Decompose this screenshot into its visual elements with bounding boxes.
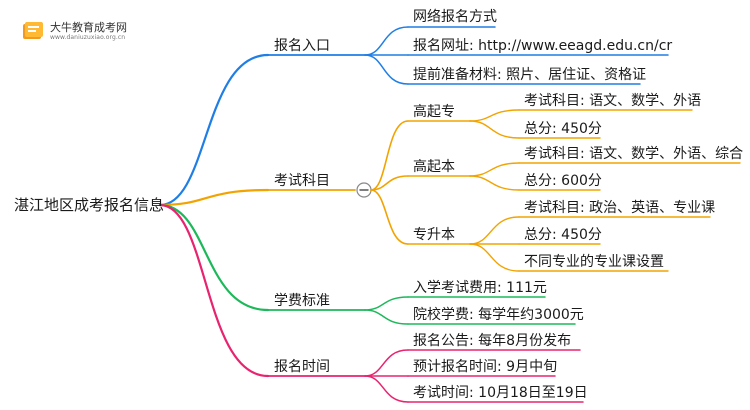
root-topic: 湛江地区成考报名信息 (14, 196, 165, 214)
leaf-gqb-score: 总分: 600分 (524, 173, 602, 189)
connector-tuition-leaf-1 (364, 309, 409, 325)
leaf-exam-time: 考试时间: 10月18日至19日 (413, 385, 588, 401)
connector-subjects-sub-2 (370, 189, 409, 245)
leaf-zsb-subjects: 考试科目: 政治、英语、专业课 (524, 200, 716, 216)
connector-sub-0-leaf-1 (469, 120, 520, 139)
logo-subtitle: www.daniuzuxiao.org.cn (50, 34, 126, 41)
branch-exam-subjects: 考试科目 (274, 173, 330, 189)
branch-registration-entry: 报名入口 (274, 38, 330, 54)
leaf-materials: 提前准备材料: 照片、居住证、资格证 (413, 67, 647, 83)
connector-root-tuition (158, 203, 270, 312)
leaf-online-method: 网络报名方式 (413, 9, 497, 25)
book-logo-icon (23, 22, 43, 39)
branch-tuition: 学费标准 (274, 293, 330, 309)
subgroup-zhuanshengben: 专升本 (413, 227, 455, 243)
leaf-gqz-score: 总分: 450分 (524, 121, 602, 137)
leaf-gqb-subjects: 考试科目: 语文、数学、外语、综合 (524, 146, 744, 162)
leaf-gqz-subjects: 考试科目: 语文、数学、外语 (524, 93, 702, 109)
branch-registration-time: 报名时间 (274, 359, 330, 375)
connector-time-leaf-2 (364, 375, 409, 403)
connector-registration-leaf-0 (364, 26, 409, 56)
connector-subjects-sub-0 (370, 120, 409, 191)
connector-registration-leaf-2 (364, 54, 409, 85)
site-logo: 大牛教育成考网 www.daniuzuxiao.org.cn (20, 18, 170, 46)
logo-title: 大牛教育成考网 (50, 21, 127, 34)
connector-sub-2-leaf-2 (469, 243, 520, 272)
subgroup-gaoqiben: 高起本 (413, 159, 455, 175)
connector-sub-1-leaf-1 (469, 175, 520, 191)
leaf-exam-fee: 入学考试费用: 111元 (413, 280, 547, 296)
connector-sub-1-leaf-0 (469, 162, 520, 177)
connector-tuition-leaf-0 (364, 296, 409, 311)
subgroup-gaoqizhuan: 高起专 (413, 104, 455, 120)
connector-sub-2-leaf-0 (469, 216, 520, 245)
connector-root-time (158, 203, 270, 378)
connector-sub-0-leaf-0 (469, 109, 520, 122)
leaf-school-fee: 院校学费: 每学年约3000元 (413, 307, 584, 323)
leaf-expected-time: 预计报名时间: 9月中旬 (413, 359, 558, 375)
connector-time-leaf-0 (364, 349, 409, 377)
connector-root-subjects (158, 188, 270, 207)
leaf-zsb-note: 不同专业的专业课设置 (524, 254, 664, 270)
leaf-registration-url: 报名网址: http://www.eeagd.edu.cn/cr (413, 38, 673, 54)
connector-subjects-sub-1 (370, 175, 409, 191)
leaf-zsb-score: 总分: 450分 (524, 227, 602, 243)
leaf-announcement: 报名公告: 每年8月份发布 (413, 333, 572, 349)
connector-root-registration (158, 53, 270, 207)
